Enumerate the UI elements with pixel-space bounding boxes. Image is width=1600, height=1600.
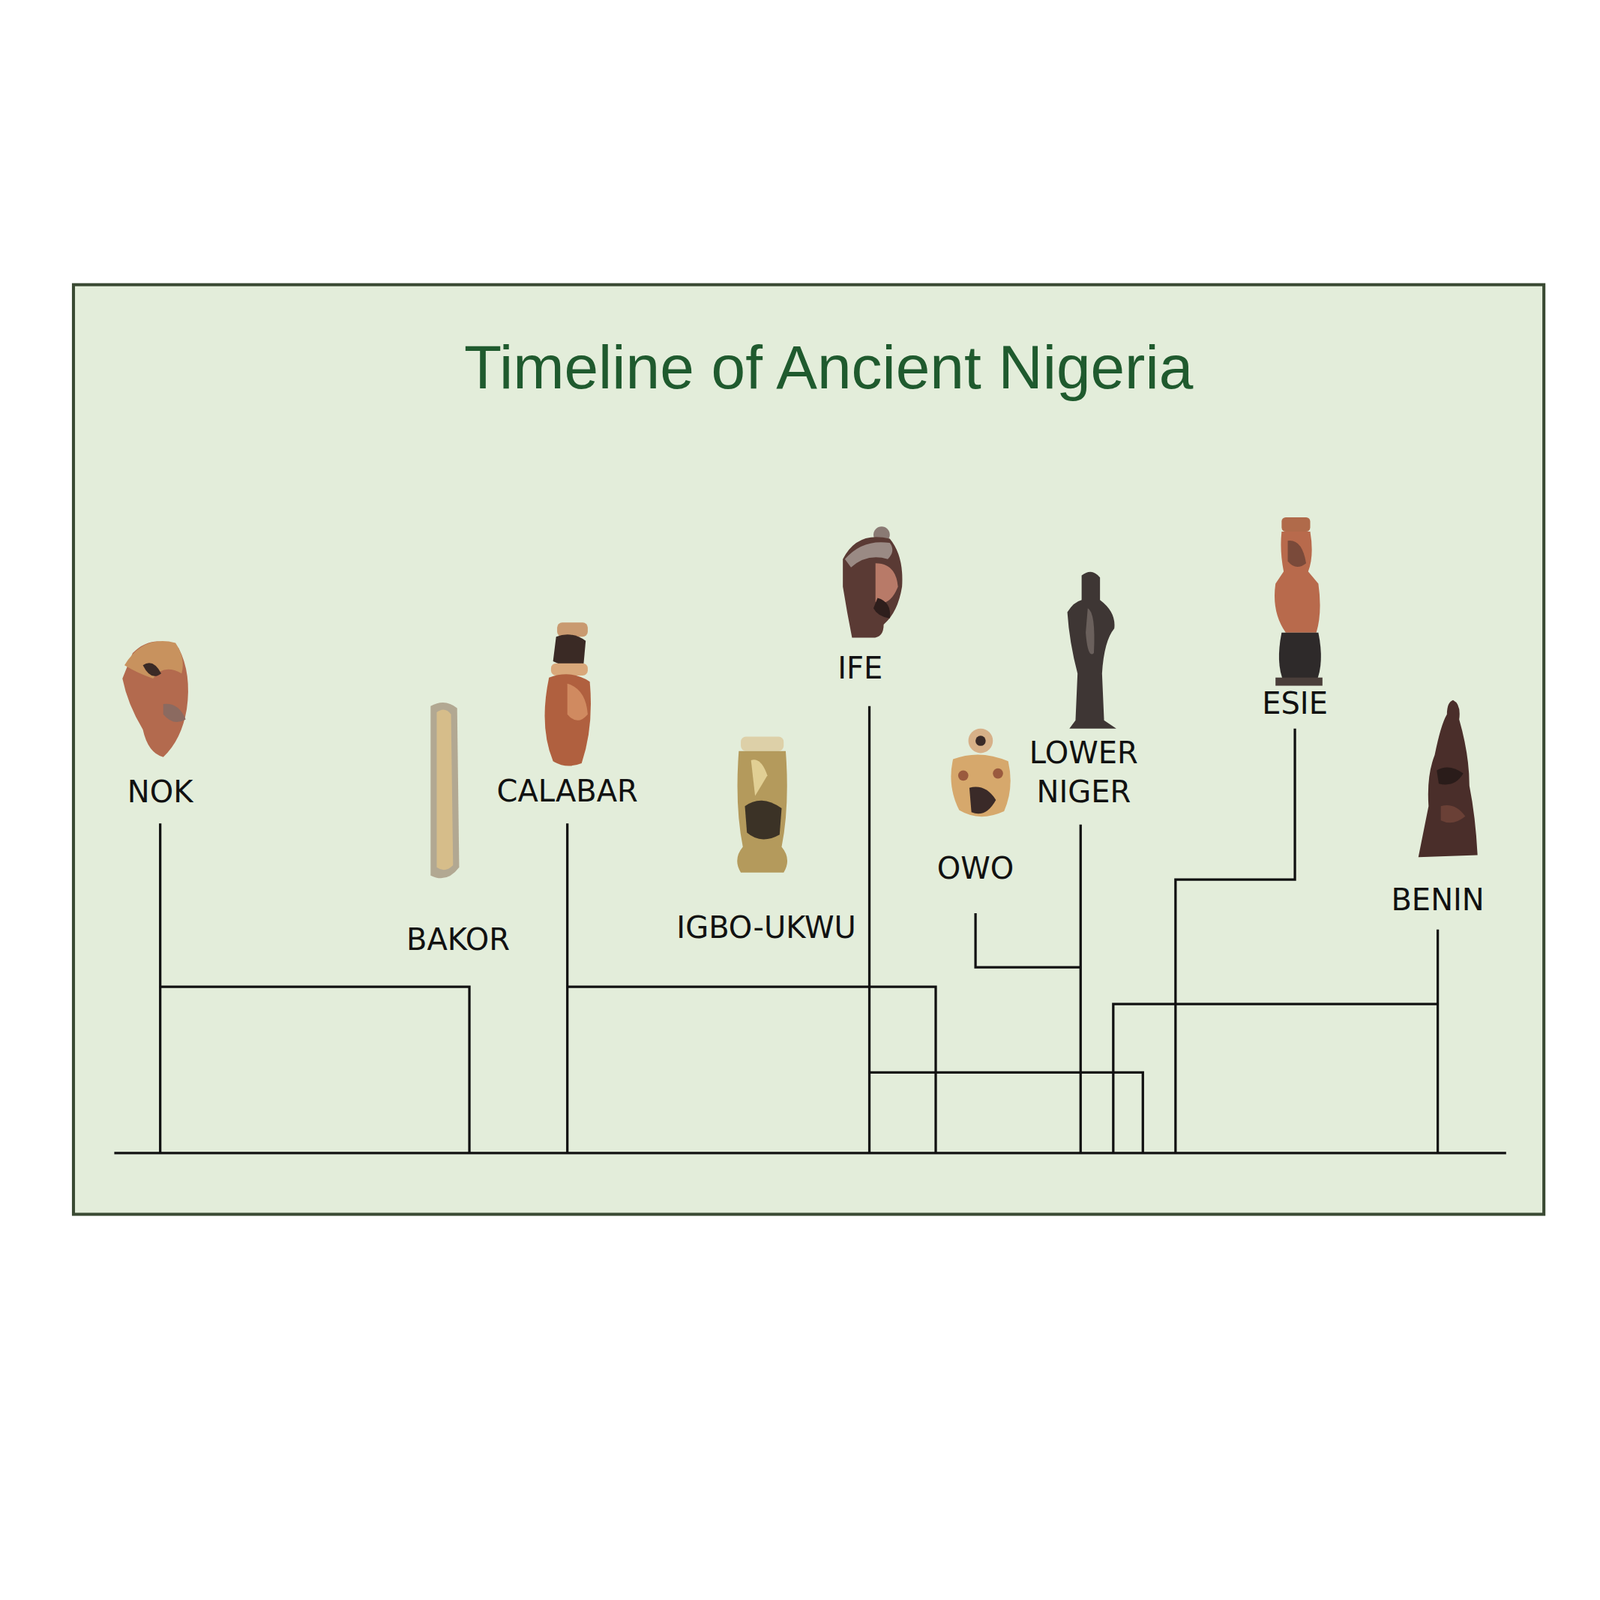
- benin-figure: [1418, 700, 1478, 858]
- panel: [73, 284, 1544, 1215]
- era-label: CALABAR: [496, 771, 638, 811]
- nok-figure-part: [143, 662, 162, 677]
- calabar-figure-part: [545, 674, 591, 766]
- bakor-figure-part: [436, 709, 453, 870]
- igbo-ukwu-figure-part: [745, 800, 783, 840]
- nok-figure-part: [122, 641, 189, 757]
- ife-figure-part: [842, 536, 902, 638]
- ife-figure-part: [844, 542, 893, 568]
- timeline-lines-part: [567, 986, 936, 1154]
- era-label: BENIN: [1390, 880, 1484, 920]
- diagram-title: Timeline of Ancient Nigeria: [464, 332, 1193, 403]
- timeline-lines-part: [1113, 1003, 1439, 1154]
- esie-figure-part: [1274, 531, 1321, 633]
- esie-figure-part: [1288, 540, 1307, 567]
- timeline-lines: [113, 706, 1506, 1154]
- calabar-figure: [545, 622, 591, 766]
- lower-niger-figure-part: [1067, 572, 1117, 729]
- benin-figure-part: [1441, 805, 1466, 823]
- calabar-figure-part: [553, 634, 587, 666]
- nok-figure: [122, 641, 189, 758]
- timeline-lines-part: [160, 986, 470, 1154]
- benin-figure-part: [1436, 767, 1463, 786]
- bakor-figure-part: [430, 702, 459, 878]
- igbo-ukwu-figure-part: [740, 737, 784, 752]
- timeline-lines-part: [113, 1151, 1506, 1154]
- nok-figure-part: [124, 641, 183, 679]
- lower-niger-figure: [1067, 572, 1117, 729]
- owo-figure-part: [968, 728, 994, 754]
- calabar-figure-part: [551, 663, 588, 676]
- calabar-figure-part: [567, 683, 588, 721]
- panel-part: [73, 284, 1544, 1215]
- esie-figure: [1274, 517, 1323, 687]
- igbo-ukwu-figure-part: [751, 759, 768, 796]
- timeline-lines-part: [1436, 929, 1439, 1154]
- era-label: BAKOR: [406, 919, 510, 959]
- era-label: OWO: [937, 848, 1015, 888]
- bakor-figure: [430, 702, 459, 878]
- lower-niger-figure-part: [1085, 608, 1094, 654]
- owo-figure-part: [992, 768, 1004, 780]
- nok-figure-part: [163, 704, 186, 723]
- calabar-figure-part: [557, 622, 588, 637]
- era-label: IFE: [837, 648, 883, 688]
- era-label: IGBO-UKWU: [676, 907, 856, 947]
- timeline-lines-part: [1175, 728, 1295, 1154]
- timeline-lines-part: [566, 823, 569, 1154]
- igbo-ukwu-figure: [737, 737, 788, 873]
- esie-figure-part: [1281, 517, 1310, 532]
- owo-figure-part: [975, 735, 986, 747]
- ife-figure-part: [873, 598, 890, 619]
- era-label: NOK: [127, 772, 194, 812]
- esie-figure-part: [1279, 632, 1322, 682]
- timeline-lines-part: [868, 706, 871, 1154]
- owo-figure-part: [969, 787, 996, 815]
- ife-figure: [842, 526, 902, 638]
- benin-figure-part: [1418, 700, 1478, 858]
- owo-figure-part: [958, 770, 969, 782]
- timeline-lines-part: [158, 823, 162, 1154]
- timeline-lines-part: [1079, 824, 1082, 1154]
- owo-figure: [950, 728, 1010, 817]
- era-label: ESIE: [1261, 683, 1328, 723]
- timeline-lines-part: [975, 913, 1081, 968]
- igbo-ukwu-figure-part: [737, 751, 788, 873]
- timeline-lines-part: [869, 1072, 1144, 1154]
- owo-figure-part: [950, 754, 1010, 817]
- ife-figure-part: [875, 563, 899, 603]
- era-label: LOWER NIGER: [1029, 733, 1139, 812]
- esie-figure-part: [1275, 677, 1323, 687]
